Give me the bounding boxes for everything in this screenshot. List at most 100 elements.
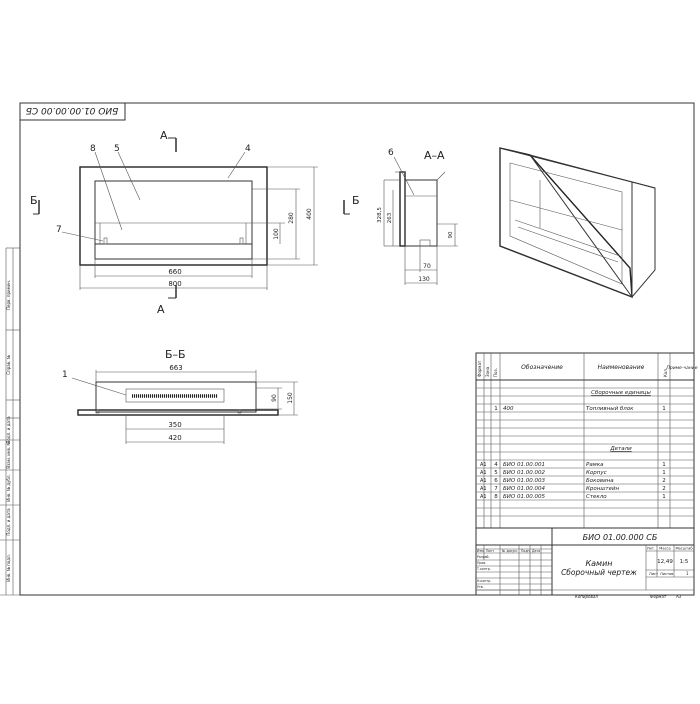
- spec-table: Формат Зона Поз. Обозначение Наименовани…: [475, 352, 698, 596]
- front-dim-400: 400: [306, 208, 313, 220]
- spec-part-fmt: А1: [480, 486, 487, 492]
- side-label-2: Справ. №: [6, 355, 11, 374]
- view-label-aa: А–А: [424, 149, 445, 162]
- section-bb: Б–Б 1 663 350 420 90 150: [62, 348, 298, 444]
- spec-part-fmt: А1: [480, 494, 487, 500]
- title-block-name2: Сборочный чертеж: [561, 568, 637, 577]
- spec-part-qty: 1: [662, 470, 666, 476]
- spec-part-pos: 7: [494, 486, 498, 492]
- front-callout-8: 8: [90, 144, 96, 154]
- sheet-frame: [19, 102, 695, 596]
- spec-part-qty: 1: [662, 494, 666, 500]
- section-dim-w2: 130: [418, 276, 430, 283]
- footer-format-val: А3: [675, 594, 682, 599]
- spec-part-name: Кронштейн: [586, 486, 620, 492]
- title-block: БИО 01.00.000 СБ Камин Сборочный чертеж …: [476, 528, 694, 595]
- title-scale: 1:5: [680, 559, 689, 565]
- title-sheet-label: Лист: [649, 572, 658, 576]
- title-row-date: Дата: [532, 549, 540, 553]
- spec-part-fmt: А1: [480, 470, 487, 476]
- side-label-1: Перв. примен.: [6, 280, 11, 310]
- spec-unit-name: Топливный блок: [586, 406, 634, 412]
- spec-part-row-5: А1 8 БИО 01.00.005 Стекло 1: [480, 494, 666, 500]
- section-dim-h1: 328,5: [377, 207, 383, 223]
- plan-callout-1: 1: [62, 370, 68, 380]
- left-side-strip: Перв. примен. Справ. № Подп. и дата Взам…: [0, 247, 20, 595]
- spec-part-fmt: А1: [480, 462, 487, 468]
- spec-part-code: БИО 01.00.002: [503, 470, 545, 476]
- side-label-7: Инв. № подл.: [6, 554, 11, 582]
- title-row-razrab: Разраб.: [477, 555, 490, 559]
- spec-unit-pos: 1: [494, 406, 498, 412]
- spec-part-pos: 6: [494, 478, 498, 484]
- plan-dim-663: 663: [169, 364, 182, 372]
- side-label-5: Инв. № дубл.: [6, 474, 11, 501]
- spec-header-zone: Зона: [485, 366, 490, 377]
- title-row-izm: Изм.: [477, 549, 485, 553]
- stamp-box: [19, 102, 126, 121]
- spec-part-row-1: А1 4 БИО 01.00.001 Рамка 1: [480, 462, 666, 468]
- title-row-nkontr: Н.контр.: [477, 579, 491, 583]
- cut-label-b-right: Б: [352, 194, 360, 207]
- spec-part-qty: 2: [662, 478, 666, 484]
- title-row-utv: Утв.: [477, 585, 484, 589]
- section-dim-w1: 70: [423, 263, 431, 270]
- title-row-doc: № докум.: [502, 549, 518, 553]
- spec-header-pos: Поз.: [493, 368, 498, 377]
- plan-dim-350: 350: [168, 421, 181, 429]
- spec-part-code: БИО 01.00.001: [503, 462, 545, 468]
- title-row-list: Лист: [486, 549, 494, 553]
- side-label-6: Подп. и дата: [6, 508, 11, 536]
- spec-unit-qty: 1: [662, 406, 666, 412]
- title-sheets-label: Листов: [660, 572, 673, 576]
- spec-part-name: Корпус: [586, 470, 607, 476]
- title-block-code: БИО 01.00.000 СБ: [583, 533, 658, 542]
- section-aa: А–А 6 328,5 263 90 70 130: [377, 148, 458, 285]
- plan-dim-90: 90: [271, 394, 278, 402]
- spec-header-name: Наименование: [598, 364, 645, 371]
- spec-part-fmt: А1: [480, 478, 487, 484]
- spec-section-units: Сборочные единицы: [591, 390, 651, 396]
- title-scale-label: Масштаб: [675, 547, 693, 551]
- spec-part-name: Стекло: [586, 494, 607, 500]
- plan-dim-150: 150: [287, 392, 294, 404]
- front-callout-4: 4: [245, 144, 251, 154]
- spec-part-row-4: А1 7 БИО 01.00.004 Кронштейн 2: [480, 486, 666, 492]
- spec-part-code: БИО 01.00.005: [503, 494, 545, 500]
- spec-header-note: Приме-чание: [666, 365, 697, 371]
- spec-part-row-3: А1 6 БИО 01.00.003 Боковина 2: [480, 478, 666, 484]
- title-row-sign: Подп.: [521, 549, 531, 553]
- spec-part-code: БИО 01.00.004: [503, 486, 545, 492]
- spec-header-code: Обозначение: [521, 364, 563, 371]
- spec-part-pos: 5: [494, 470, 498, 476]
- front-dim-660: 660: [168, 268, 181, 276]
- cut-label-a-bottom: А: [157, 303, 165, 316]
- spec-header-format: Формат: [477, 360, 482, 377]
- footer-format: Формат: [650, 594, 667, 599]
- plan-dim-420: 420: [168, 434, 181, 442]
- spec-part-pos: 8: [494, 494, 498, 500]
- side-label-3: Подп. и дата: [6, 416, 11, 444]
- spec-part-name: Боковина: [586, 478, 614, 484]
- section-dim-h3: 90: [448, 231, 454, 238]
- spec-header-qty: Кол.: [663, 368, 668, 377]
- title-sheets-val: 1: [686, 571, 689, 576]
- isometric-view: [499, 147, 656, 299]
- title-row-prov: Пров.: [477, 561, 486, 565]
- front-callout-7: 7: [56, 225, 62, 235]
- front-callout-5: 5: [114, 144, 120, 154]
- title-row-tkontr: Т.контр.: [476, 567, 491, 571]
- title-lit-label: Лит.: [647, 547, 655, 551]
- spec-part-qty: 2: [662, 486, 666, 492]
- title-mass: 12,49: [657, 559, 673, 565]
- view-label-bb: Б–Б: [165, 348, 186, 361]
- front-dim-280: 280: [288, 212, 295, 224]
- spec-part-qty: 1: [662, 462, 666, 468]
- stamp-code: БИО 01.00.00.00 СБ: [26, 105, 119, 115]
- spec-part-name: Рамка: [586, 462, 604, 468]
- title-block-name1: Камин: [585, 559, 612, 568]
- front-view: А А Б Б 8 5 4 7 660 800 100 280: [30, 129, 360, 316]
- side-label-4: Взам. инв. №: [6, 441, 11, 468]
